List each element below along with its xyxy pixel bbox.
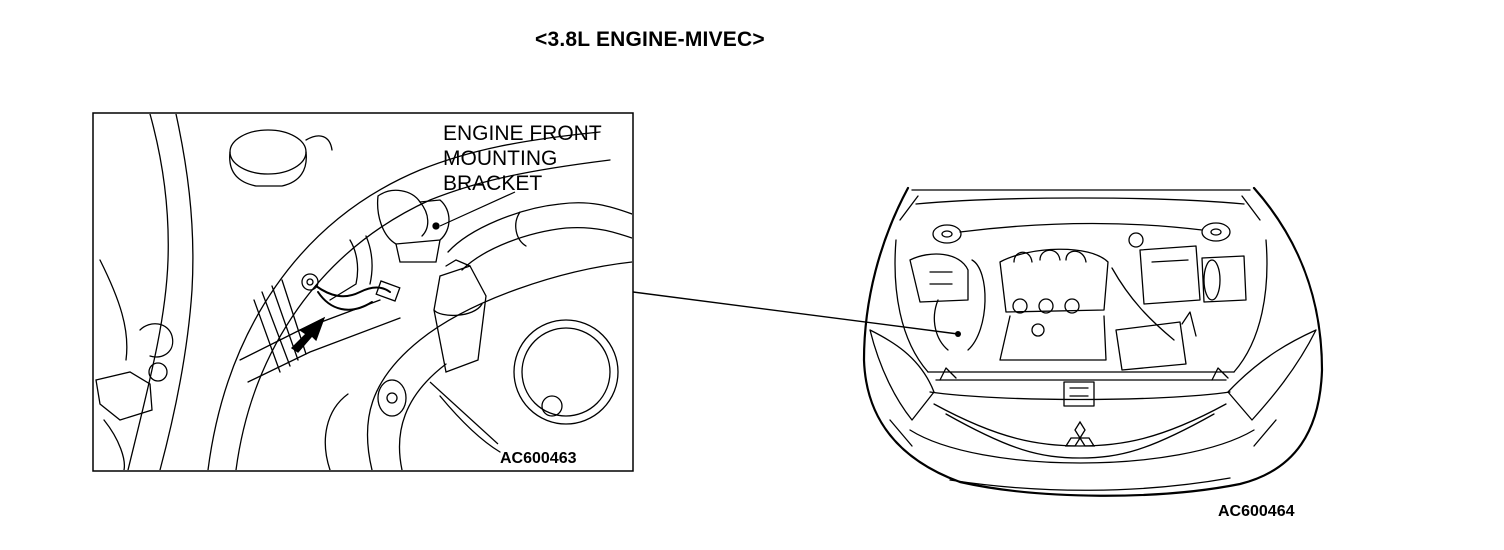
detail-view: ENGINE FRONT MOUNTING BRACKET AC600463 [92, 112, 634, 472]
callout-line-2: MOUNTING [443, 147, 557, 170]
bracket-leader-line [439, 191, 516, 227]
callout-line-3: BRACKET [443, 172, 542, 195]
code-leader-line [429, 381, 499, 445]
emblem-icon [1064, 420, 1096, 447]
page-title: <3.8L ENGINE-MIVEC> [535, 28, 765, 51]
detail-figure-code: AC600463 [500, 450, 577, 467]
callout-line-1: ENGINE FRONT [443, 122, 602, 145]
location-marker [955, 331, 961, 337]
location-pointer-line [632, 291, 959, 335]
overview-figure-code: AC600464 [1218, 503, 1295, 520]
detail-drawing [95, 114, 632, 470]
vehicle-front-view [862, 186, 1324, 497]
